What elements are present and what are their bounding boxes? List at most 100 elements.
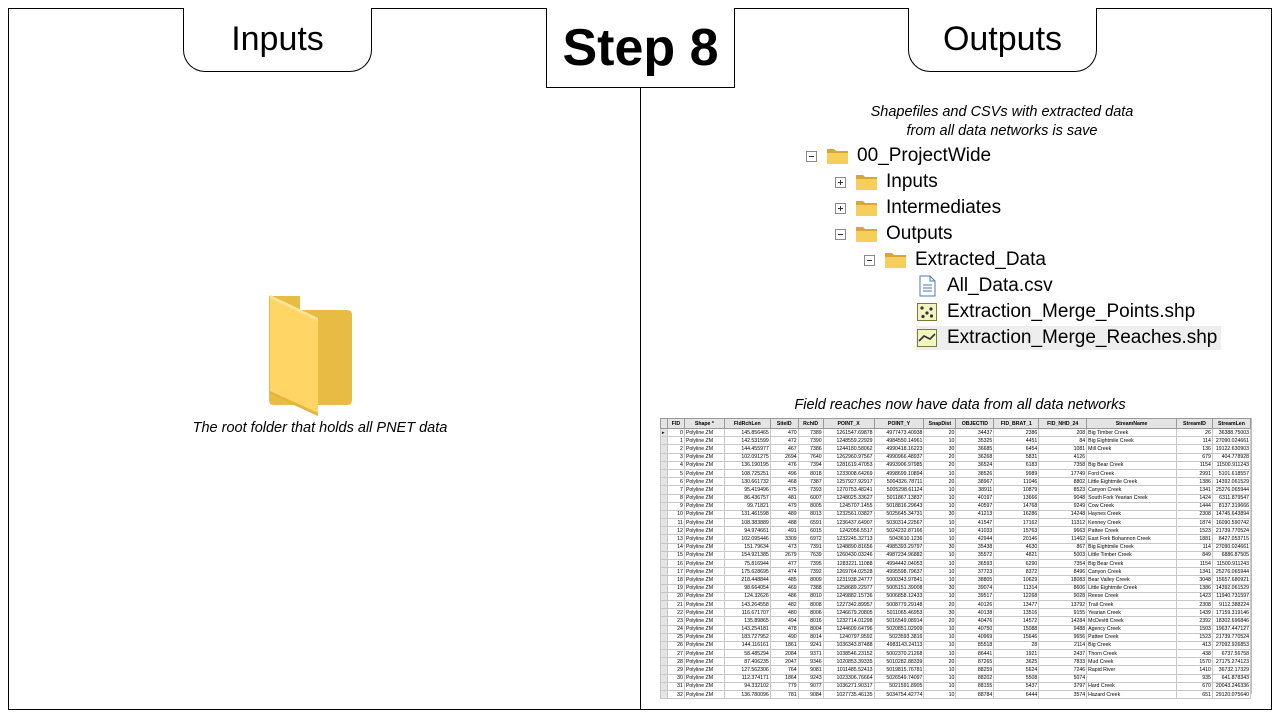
row-selector[interactable] [660, 485, 668, 495]
column-header[interactable]: OBJECTID [955, 418, 995, 429]
table-cell: 108.383889 [723, 518, 771, 528]
tree-item-merge-points[interactable]: Extraction_Merge_Points.shp [916, 300, 1195, 324]
row-selector[interactable] [660, 444, 668, 454]
table-cell: 1240797.9592 [822, 632, 875, 642]
tree-item-projectwide[interactable]: 00_ProjectWide [806, 144, 991, 168]
tree-item-all-data-csv[interactable]: All_Data.csv [916, 274, 1053, 298]
table-cell: 10 [923, 591, 957, 601]
tree-item-merge-reaches[interactable]: Extraction_Merge_Reaches.shp [916, 326, 1222, 350]
column-header[interactable]: StreamName [1086, 418, 1177, 429]
row-selector[interactable] [660, 632, 668, 642]
collapse-icon[interactable] [806, 150, 817, 162]
row-selector[interactable] [660, 509, 668, 520]
row-selector[interactable] [660, 624, 668, 634]
row-selector[interactable] [660, 689, 668, 700]
tree-item-inputs[interactable]: Inputs [835, 170, 938, 194]
table-cell: 472 [769, 436, 799, 446]
row-selector[interactable] [660, 501, 668, 511]
table-cell: Polyline ZM [683, 616, 725, 626]
row-selector[interactable] [660, 452, 668, 462]
row-selector[interactable] [660, 591, 668, 601]
column-header[interactable]: SnapDist [923, 418, 957, 429]
column-header[interactable]: POINT_Y [873, 418, 925, 429]
row-selector[interactable] [660, 436, 668, 446]
row-selector[interactable] [660, 657, 668, 667]
row-selector[interactable] [660, 608, 668, 618]
row-selector[interactable] [660, 681, 668, 692]
row-selector[interactable] [660, 550, 668, 561]
row-selector[interactable] [660, 665, 668, 675]
expand-icon[interactable] [835, 176, 846, 188]
tree-item-extracted-data[interactable]: Extracted_Data [864, 248, 1046, 272]
column-header[interactable]: FldRchLen [723, 418, 771, 429]
column-header[interactable]: Shape * [683, 418, 725, 429]
row-selector[interactable] [660, 493, 668, 503]
column-header[interactable]: POINT_X [822, 418, 875, 429]
row-selector[interactable] [660, 477, 668, 487]
row-selector[interactable]: ▸ [660, 427, 668, 438]
column-header[interactable]: FID_NHD_24 [1038, 418, 1088, 429]
row-selector[interactable] [660, 575, 668, 585]
row-selector[interactable] [660, 534, 668, 544]
row-selector[interactable] [660, 526, 668, 536]
collapse-icon[interactable] [835, 228, 846, 240]
column-header[interactable]: FID_BRAT_1 [993, 418, 1040, 429]
tree-item-intermediates[interactable]: Intermediates [835, 196, 1001, 220]
tree-item-outputs[interactable]: Outputs [835, 222, 953, 246]
column-header[interactable]: FID [666, 418, 685, 429]
table-cell: 1249882.15736 [822, 591, 875, 601]
row-selector[interactable] [660, 599, 668, 610]
column-header[interactable]: RchID [797, 418, 824, 429]
row-selector[interactable] [660, 518, 668, 528]
row-selector[interactable] [660, 583, 668, 593]
row-selector[interactable] [660, 567, 668, 577]
row-selector[interactable] [660, 460, 668, 470]
collapse-icon[interactable] [864, 254, 875, 266]
row-selector[interactable] [660, 649, 668, 659]
column-header[interactable]: StreamLen [1211, 418, 1252, 429]
row-selector[interactable] [660, 673, 668, 683]
expand-icon[interactable] [835, 202, 846, 214]
column-header[interactable]: SiteID [769, 418, 799, 429]
row-selector[interactable] [660, 616, 668, 626]
row-selector[interactable] [660, 542, 668, 552]
column-header[interactable]: StreamID [1175, 418, 1213, 429]
row-selector[interactable] [660, 640, 668, 651]
table-cell: 8606 [1038, 583, 1088, 593]
row-selector[interactable] [660, 558, 668, 569]
row-selector[interactable] [660, 468, 668, 479]
